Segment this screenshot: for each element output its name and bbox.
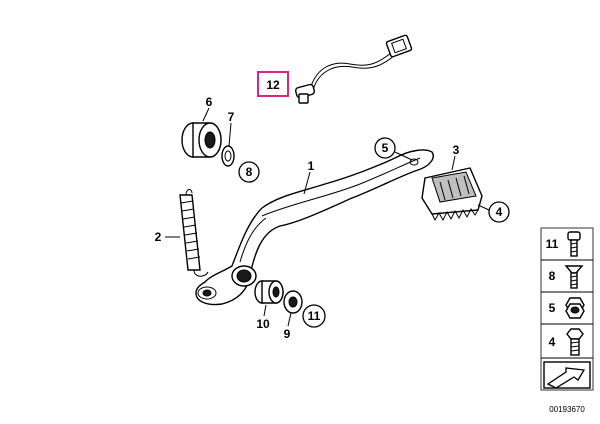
hex-bolt-icon bbox=[566, 328, 584, 356]
legend-row-8[interactable]: 8 bbox=[549, 265, 584, 289]
countersunk-screw-icon bbox=[564, 265, 584, 289]
navigation-arrow-icon[interactable] bbox=[543, 361, 591, 389]
callout-9[interactable]: 9 bbox=[284, 327, 291, 341]
diagram-reference-number: 00193670 bbox=[549, 405, 585, 414]
legend-row-11[interactable]: 11 bbox=[546, 231, 581, 257]
legend-row-5[interactable]: 5 bbox=[549, 297, 585, 319]
callout-10[interactable]: 10 bbox=[256, 317, 270, 331]
hex-nut-icon bbox=[565, 297, 585, 319]
callout-12[interactable]: 12 bbox=[257, 71, 289, 97]
socket-screw-icon bbox=[567, 231, 581, 257]
callout-3[interactable]: 3 bbox=[453, 143, 460, 157]
callout-4[interactable]: 4 bbox=[488, 201, 510, 223]
bushing-part-6[interactable] bbox=[181, 122, 222, 158]
callout-7[interactable]: 7 bbox=[228, 110, 235, 124]
brake-lever-part-1[interactable] bbox=[195, 149, 434, 306]
svg-text:4: 4 bbox=[549, 335, 556, 349]
fastener-legend: 11 8 5 4 bbox=[540, 227, 594, 391]
return-spring-part-2[interactable] bbox=[179, 189, 209, 277]
svg-text:8: 8 bbox=[246, 165, 253, 179]
callout-8[interactable]: 8 bbox=[238, 161, 260, 183]
svg-text:11: 11 bbox=[546, 237, 559, 251]
svg-text:11: 11 bbox=[308, 309, 321, 323]
callout-5[interactable]: 5 bbox=[374, 137, 396, 159]
callout-11[interactable]: 11 bbox=[302, 304, 326, 328]
svg-text:5: 5 bbox=[549, 301, 556, 315]
washer-part-7[interactable] bbox=[221, 145, 235, 167]
callout-6[interactable]: 6 bbox=[206, 95, 213, 109]
washer-part-9[interactable] bbox=[283, 290, 303, 314]
callout-1[interactable]: 1 bbox=[308, 159, 315, 173]
callout-2[interactable]: 2 bbox=[155, 230, 162, 244]
svg-text:5: 5 bbox=[382, 141, 389, 155]
svg-text:8: 8 bbox=[549, 269, 556, 283]
svg-text:12: 12 bbox=[266, 78, 280, 92]
brake-light-switch[interactable] bbox=[294, 34, 413, 104]
legend-row-4[interactable]: 4 bbox=[549, 328, 584, 356]
bushing-part-10[interactable] bbox=[254, 280, 284, 304]
svg-text:4: 4 bbox=[496, 205, 503, 219]
brake-pedal-part-3[interactable] bbox=[421, 167, 483, 222]
